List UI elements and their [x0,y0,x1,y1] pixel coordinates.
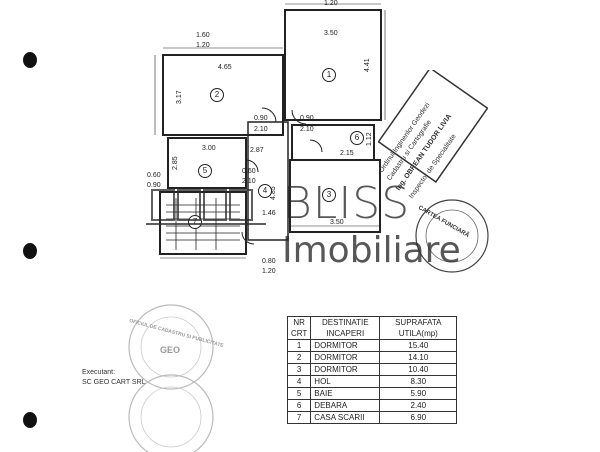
row-area: 5.90 [379,387,458,400]
dim-label: 0.80 [262,258,276,265]
row-area: 2.40 [379,399,458,412]
column-header-line: DESTINATIE [322,318,369,327]
row-nr: 2 [286,351,312,364]
dim-label: 4.41 [364,58,371,72]
room-number: 5 [198,164,212,178]
row-nr: 4 [286,375,312,388]
dim-label: 2.10 [300,126,314,133]
row-area: 6.90 [379,411,458,424]
room-number: 4 [258,184,272,198]
round-stamp-left [128,304,214,452]
dim-label: 1.46 [262,210,276,217]
row-destination: DORMITOR [310,339,381,352]
row-nr: 6 [286,399,312,412]
row-area: 15.40 [379,339,458,352]
room-number: 2 [210,88,224,102]
table-header-row: NR CRT DESTINATIE INCAPERI SUPRAFATA UTI… [286,316,458,340]
row-destination: HOL [310,375,381,388]
row-destination: DEBARA [310,399,381,412]
column-header-line: NR [293,318,305,327]
dim-label: 3.50 [324,30,338,37]
table-row: 2 DORMITOR 14.10 [286,351,458,364]
dim-label: 3.50 [330,219,344,226]
rooms-table: NR CRT DESTINATIE INCAPERI SUPRAFATA UTI… [286,316,458,424]
row-area: 8.30 [379,375,458,388]
dim-label: 4.65 [218,64,232,71]
dim-label: 0.60 [147,172,161,179]
dim-label: 1.12 [366,132,373,146]
table-row: 1 DORMITOR 15.40 [286,339,458,352]
column-header-line: UTILA(mp) [398,329,438,338]
engineer-stamp [378,70,488,183]
table-row: 3 DORMITOR 10.40 [286,363,458,376]
row-nr: 5 [286,387,312,400]
dim-label: 0.90 [300,115,314,122]
round-stamp-right [415,199,489,273]
executant-label: Executant: [82,369,116,376]
dim-label: 2.85 [172,156,179,170]
row-destination: BAIE [310,387,381,400]
column-header-line: INCAPERI [326,329,365,338]
binder-hole-middle [23,243,37,259]
column-header: NR CRT [286,316,312,340]
column-header: DESTINATIE INCAPERI [310,316,381,340]
row-destination: CASA SCARII [310,411,381,424]
column-header-line: SUPRAFATA [395,318,442,327]
table-row: 4 HOL 8.30 [286,375,458,388]
executant-block: Executant: SC GEO CART SRL [82,368,146,388]
dim-label: 3.00 [202,145,216,152]
round-stamp-left-geo: GEO [160,345,181,355]
dim-label: 0.60 [242,168,256,175]
table-row: 5 BAIE 5.90 [286,387,458,400]
row-area: 14.10 [379,351,458,364]
row-nr: 1 [286,339,312,352]
table-row: 7 CASA SCARII 6.90 [286,411,458,424]
room-number: 1 [322,68,336,82]
dim-label: 1.60 [196,32,210,39]
row-area: 10.40 [379,363,458,376]
row-nr: 7 [286,411,312,424]
executant-name: SC GEO CART SRL [82,379,146,386]
dim-label: 0.90 [147,182,161,189]
dim-label: 2.15 [340,150,354,157]
row-destination: DORMITOR [310,351,381,364]
row-destination: DORMITOR [310,363,381,376]
room-number: 6 [350,131,364,145]
table-row: 6 DEBARA 2.40 [286,399,458,412]
dim-label: 0.90 [254,115,268,122]
dim-label: 2.10 [242,178,256,185]
dim-label: 2.87 [250,147,264,154]
binder-hole-bottom [23,412,37,428]
dim-label: 1.20 [196,42,210,49]
column-header-line: CRT [291,329,308,338]
column-header: SUPRAFATA UTILA(mp) [379,316,458,340]
dim-label: 1.20 [324,0,338,7]
room-number: 3 [322,188,336,202]
row-nr: 3 [286,363,312,376]
room-number: 7 [188,215,202,229]
dim-label: 3.17 [176,90,183,104]
dim-label: 1.20 [262,268,276,275]
dim-label: 2.10 [254,126,268,133]
binder-hole-top [23,52,37,68]
